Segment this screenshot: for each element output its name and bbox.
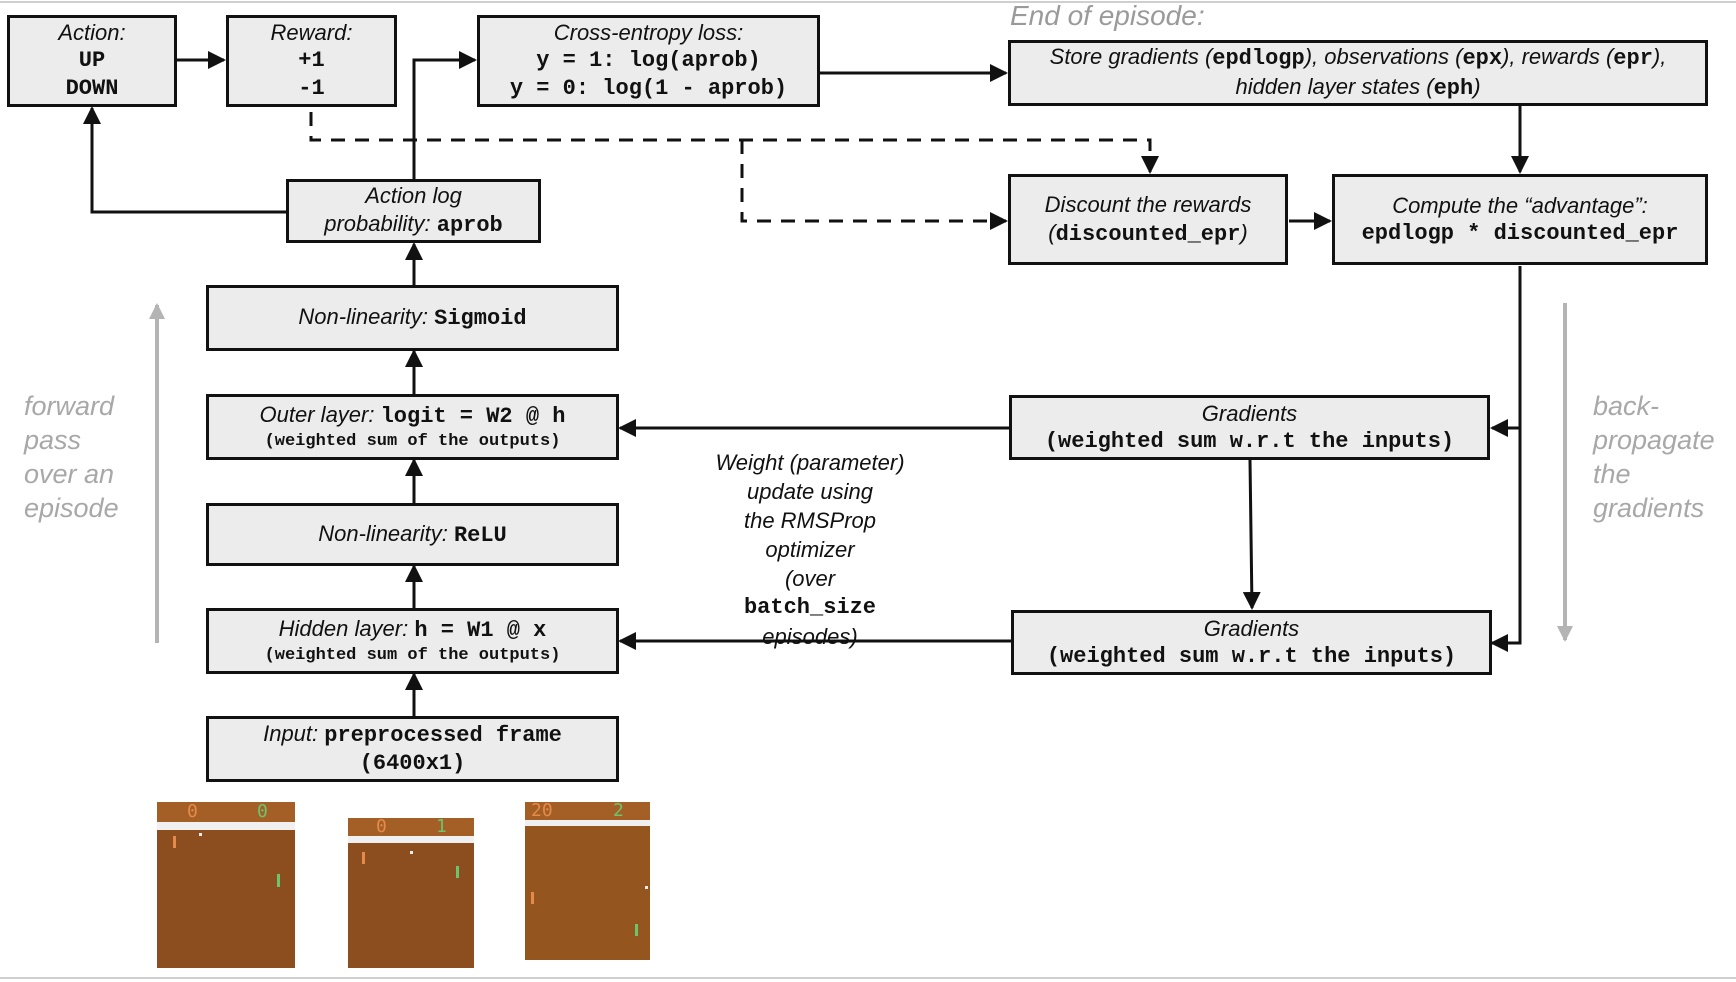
xent-line-1: y = 1: log(aprob) [536,48,761,73]
frame3-right-paddle [635,924,638,936]
input-dims: (6400x1) [359,751,466,776]
action-box: Action: UP DOWN [7,15,177,107]
xent-label: Cross-entropy loss: [553,20,744,45]
grad-bottom-code: (weighted sum w.r.t the inputs) [1046,643,1457,669]
grad-top-label: Gradients [1201,400,1298,426]
frame2-ball [410,851,413,854]
frame3-ball [645,886,648,889]
update-line-3: the RMSProp [743,508,877,533]
frame2-score-left: 0 [376,816,387,837]
pong-frame-3: 20 2 [525,802,650,960]
action-down: DOWN [65,76,119,101]
advantage-line-1: Compute the “advantage”: [1392,192,1648,218]
hidden-layer-box: Hidden layer: h = W1 @ x (weighted sum o… [206,608,619,674]
grad-top-code: (weighted sum w.r.t the inputs) [1044,428,1455,454]
dashed-reward-to-discount-side [740,140,1008,230]
gradients-bottom-box: Gradients (weighted sum w.r.t the inputs… [1011,610,1492,675]
input-line: Input: preprocessed frame [263,721,562,748]
store-line-2: hidden layer states (eph) [1235,74,1481,101]
discount-rewards-box: Discount the rewards (discounted_epr) [1008,174,1288,265]
gradients-top-box: Gradients (weighted sum w.r.t the inputs… [1009,395,1490,460]
reward-label: Reward: [270,20,353,45]
reward-box: Reward: +1 -1 [226,15,397,107]
outer-sub: (weighted sum of the outputs) [264,432,561,451]
grad-bottom-label: Gradients [1203,615,1300,641]
frame1-right-paddle [277,874,280,887]
frame1-score-right: 0 [257,801,268,822]
frame2-right-paddle [456,866,459,878]
pong-frame-1: 0 0 [157,802,295,968]
action-up: UP [78,48,106,73]
pong-frame-2: 0 1 [348,818,474,968]
arrow-advantage-to-gradbottom [1490,266,1522,652]
discount-line-1: Discount the rewards [1044,191,1252,217]
relu-box: Non-linearity: ReLU [206,503,619,566]
outer-line: Outer layer: logit = W2 @ h [259,402,566,429]
frame1-score-left: 0 [187,801,198,822]
update-line-6: episodes) [762,624,858,649]
update-line-2: update using [747,479,873,504]
store-gradients-box: Store gradients (epdlogp), observations … [1008,40,1708,106]
frame1-ball [199,833,202,836]
arrow-actionlog-to-action [83,106,286,214]
reward-negative: -1 [298,76,325,101]
arrow-gradtop-to-gradbottom [1242,459,1261,610]
store-line-1: Store gradients (epdlogp), observations … [1049,44,1667,71]
frame3-score-right: 2 [613,800,624,821]
forward-pass-label: forward pass over an episode [24,391,119,523]
update-line-1: Weight (parameter) [715,450,905,475]
dashed-reward-to-discount [309,112,1159,174]
advantage-code: epdlogp * discounted_epr [1361,220,1679,246]
frame2-left-paddle [362,852,365,864]
update-line-4: optimizer [765,537,855,562]
arrow-actionlog-to-xent [412,51,477,179]
hidden-sub: (weighted sum of the outputs) [264,646,561,665]
sigmoid-line: Non-linearity: Sigmoid [298,304,527,331]
sigmoid-box: Non-linearity: Sigmoid [206,285,619,351]
backprop-label: back- propagate the gradients [1593,391,1715,523]
frame3-score-left: 20 [531,800,553,821]
frame3-left-paddle [531,892,534,904]
action-log-line-1: Action log [365,183,462,208]
reward-positive: +1 [298,48,325,73]
discount-line-2: (discounted_epr) [1048,219,1248,247]
hidden-line: Hidden layer: h = W1 @ x [278,616,547,643]
weight-update-text: Weight (parameter) update using the RMSP… [680,448,940,651]
action-log-prob-box: Action log probability: aprob [286,179,541,243]
update-line-5: (over batch_size [743,566,877,620]
action-log-line-2: probability: aprob [324,211,503,238]
relu-line: Non-linearity: ReLU [318,520,507,548]
frame1-left-paddle [173,836,176,848]
advantage-box: Compute the “advantage”: epdlogp * disco… [1332,174,1708,265]
end-of-episode-label: End of episode: [1010,0,1205,31]
action-label: Action: [58,20,126,45]
cross-entropy-box: Cross-entropy loss: y = 1: log(aprob) y … [477,15,820,107]
frame2-score-right: 1 [436,816,447,837]
input-box: Input: preprocessed frame (6400x1) [206,716,619,782]
xent-line-2: y = 0: log(1 - aprob) [509,76,788,101]
outer-layer-box: Outer layer: logit = W2 @ h (weighted su… [206,394,619,460]
